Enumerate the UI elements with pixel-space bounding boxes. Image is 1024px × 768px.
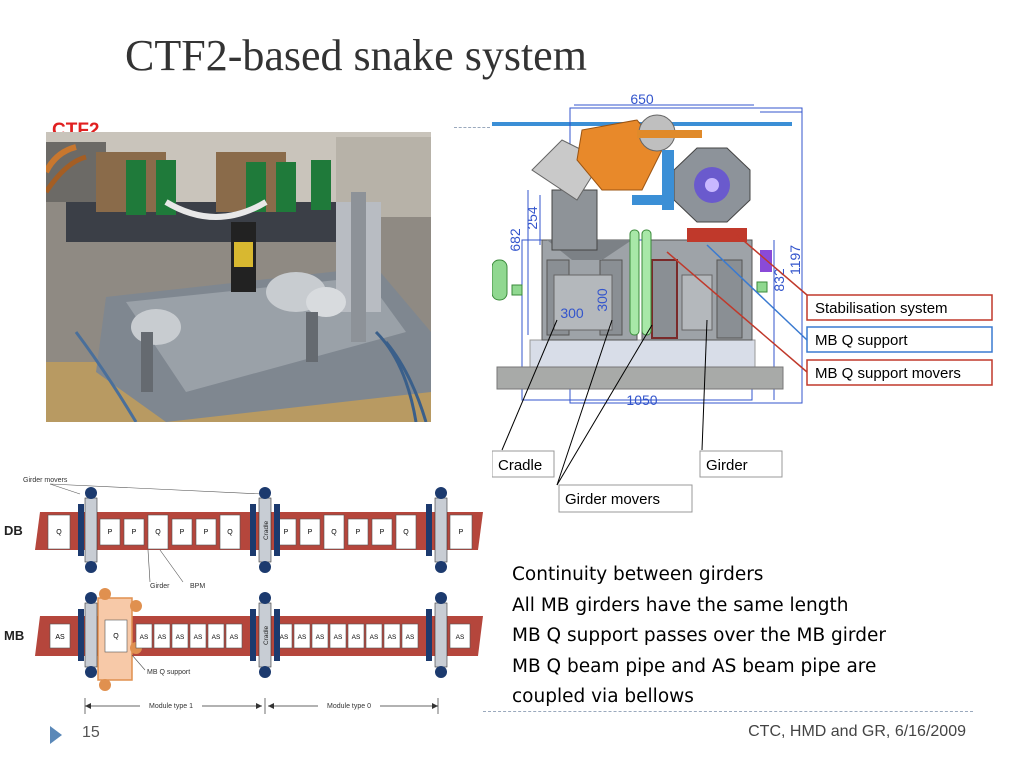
module-type-1-label: Module type 1: [149, 703, 193, 710]
note-line-5: coupled via bellows: [512, 686, 694, 707]
note-line-4: MB Q beam pipe and AS beam pipe are: [512, 655, 877, 677]
cross-section-diagram: 650 682 254 1197 832 300 300 1050 Stabil…: [491, 90, 1002, 520]
notes-block: Continuity between girders All MB girder…: [512, 560, 886, 713]
note-line-3: MB Q support passes over the MB girder: [512, 625, 886, 646]
db-seg2-box6: Q: [227, 529, 233, 536]
divider-dash: [454, 127, 490, 128]
mb-seg1-label: AS: [55, 634, 65, 641]
db-seg3-box5: P: [380, 529, 385, 536]
db-seg1-label: Q: [56, 529, 62, 536]
mb-seg2-box3: AS: [158, 634, 167, 641]
dim-cradle-height-label: 300: [594, 288, 610, 312]
slide-arrow-icon: [50, 726, 62, 744]
ctf2-photo: [46, 132, 431, 422]
db-cradle-label: Cradle: [263, 520, 270, 540]
snake-schematic: Girder movers DB MB Q P P Q P P Q: [0, 470, 495, 720]
mb-seg4-label: AS: [456, 634, 465, 641]
db-seg2: P P Q P P Q: [99, 514, 241, 550]
dim-cradle-width-label: 300: [560, 305, 584, 321]
db-seg3: P P Q P P Q: [275, 514, 417, 550]
db-seg2-box2: P: [132, 529, 137, 536]
mb-seg3-box5: AS: [352, 634, 361, 641]
callout-cradle: Cradle: [498, 457, 542, 474]
mb-cradle-2: Cradle: [250, 592, 280, 678]
dim-top-label: 650: [630, 91, 654, 107]
footer-divider: [483, 711, 973, 712]
mb-cradle-3: [426, 592, 448, 678]
mb-seg3-box8: AS: [406, 634, 415, 641]
note-line-1: Continuity between girders: [512, 564, 764, 585]
mb-seg1: AS: [49, 623, 71, 649]
note-line-2: All MB girders have the same length: [512, 594, 849, 616]
mb-seg2-box4: AS: [176, 634, 185, 641]
mb-seg4: AS: [449, 623, 471, 649]
mb-seg2-box6: AS: [212, 634, 221, 641]
footer-credit: CTC, HMD and GR, 6/16/2009: [748, 723, 966, 740]
mb-seg2-box5: AS: [194, 634, 203, 641]
db-seg2-box4: P: [180, 529, 185, 536]
mb-label: MB: [4, 628, 24, 643]
mb-seg2-box1: Q: [113, 633, 119, 640]
dim-right-outer-label: 1197: [787, 245, 803, 275]
db-cradle-1: [78, 487, 98, 573]
mb-seg3-box3: AS: [316, 634, 325, 641]
callout-stabilisation: Stabilisation system: [815, 300, 948, 317]
dim-left-outer-label: 682: [507, 228, 523, 252]
db-seg3-box1: P: [284, 529, 289, 536]
db-seg3-box3: Q: [331, 529, 337, 536]
mb-seg2-box7: AS: [230, 634, 239, 641]
dim-left-inner-label: 254: [524, 206, 540, 230]
db-seg2-box3: Q: [155, 529, 161, 536]
callout-girder: Girder: [706, 457, 748, 474]
mb-cradle-label: Cradle: [263, 625, 270, 645]
page-number: 15: [82, 724, 100, 741]
db-seg4-label: P: [459, 529, 464, 536]
db-label: DB: [4, 523, 23, 538]
db-seg3-box2: P: [308, 529, 313, 536]
bpm-label: BPM: [190, 583, 205, 590]
mb-seg3-box2: AS: [298, 634, 307, 641]
callout-mbq-movers: MB Q support movers: [815, 365, 961, 382]
db-seg3-box4: P: [356, 529, 361, 536]
db-seg1: Q: [47, 514, 71, 550]
mb-seg3-box7: AS: [388, 634, 397, 641]
db-seg2-box5: P: [204, 529, 209, 536]
dim-bottom-label: 1050: [626, 392, 657, 408]
db-seg2-box1: P: [108, 529, 113, 536]
mb-seg3-box6: AS: [370, 634, 379, 641]
callout-mbq-support: MB Q support: [815, 332, 908, 349]
girder-movers-label: Girder movers: [23, 477, 68, 484]
mb-seg3-box4: AS: [334, 634, 343, 641]
mb-seg2: Q AS AS AS AS AS AS: [104, 619, 243, 653]
module-type-0-label: Module type 0: [327, 703, 371, 710]
mb-seg3-box1: AS: [280, 634, 289, 641]
callout-girder-movers: Girder movers: [565, 491, 660, 508]
db-cradle-3: [426, 487, 448, 573]
slide-title: CTF2-based snake system: [125, 31, 587, 80]
mbq-support-label: MB Q support: [147, 669, 190, 676]
db-cradle-2: Cradle: [250, 487, 280, 573]
mb-seg2-box2: AS: [140, 634, 149, 641]
db-seg4: P: [449, 514, 473, 550]
mb-cradle-1: [78, 592, 98, 678]
db-seg3-box6: Q: [403, 529, 409, 536]
girder-label: Girder: [150, 583, 170, 590]
